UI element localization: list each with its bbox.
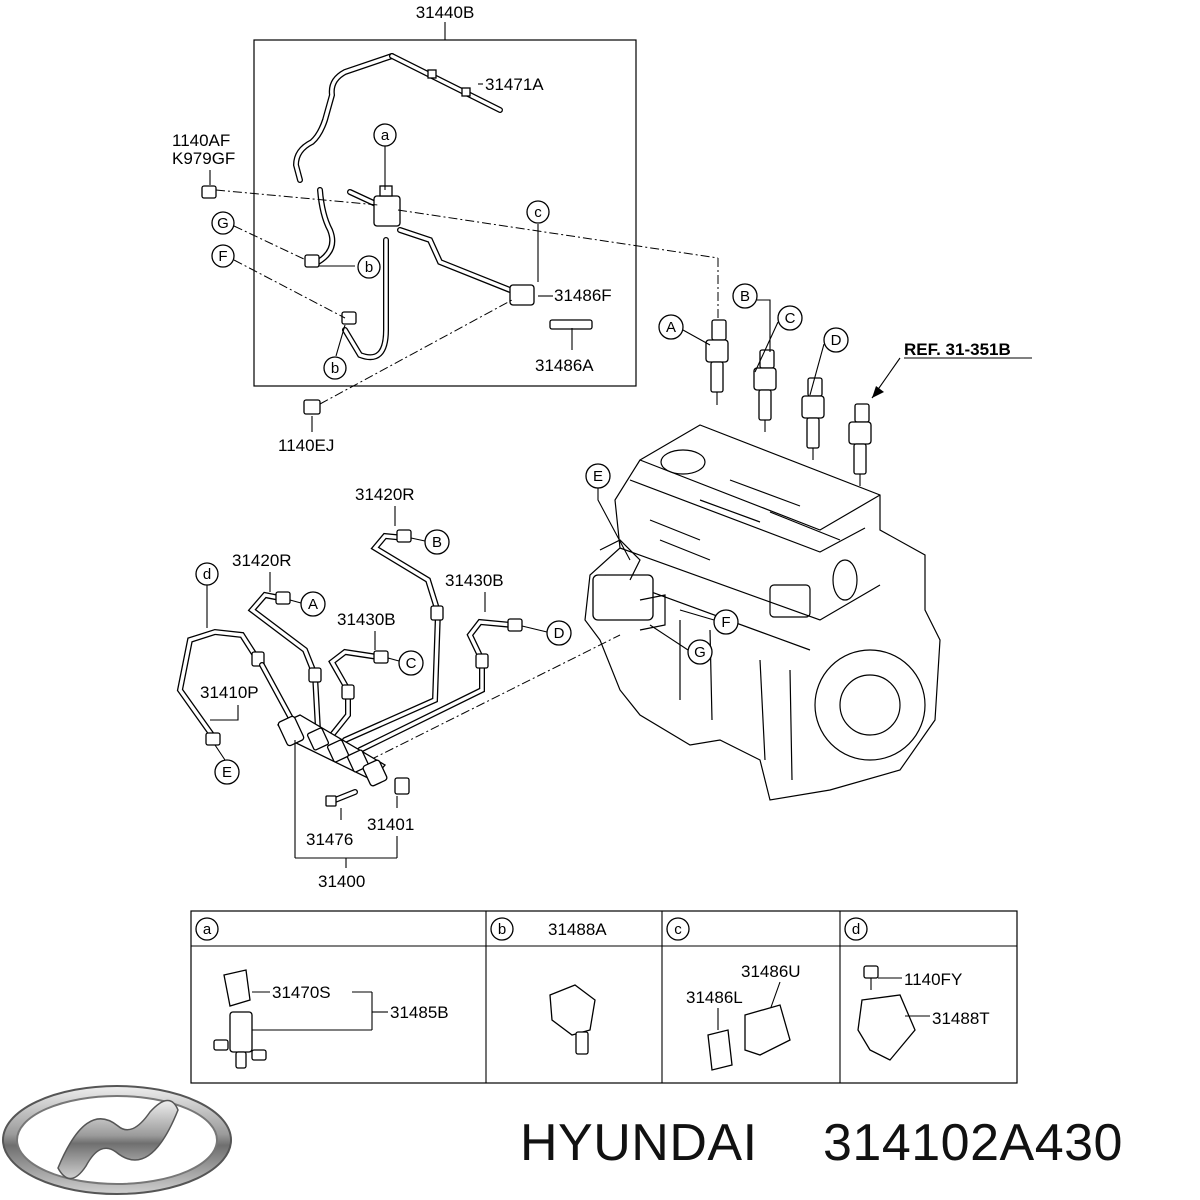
callout-circle-b-lower — [323, 356, 347, 380]
legend-circle-b — [490, 917, 514, 941]
svg-text:c: c — [674, 921, 682, 938]
callout-circle-F-top — [211, 244, 235, 268]
svg-text:F: F — [721, 614, 730, 631]
callout-circle-F-engine — [713, 609, 739, 635]
part-label-1140AF: 1140AF — [172, 131, 230, 150]
callout-circle-B-top — [732, 283, 758, 309]
callout-circle-G-engine — [687, 639, 713, 665]
hyundai-logo-icon — [2, 1085, 232, 1195]
part-label-31410P: 31410P — [200, 683, 259, 702]
part-label-31486F: 31486F — [554, 286, 612, 305]
injector-2 — [753, 349, 777, 432]
callout-circle-A-top — [658, 314, 684, 340]
injector-1 — [705, 319, 729, 405]
svg-text:d: d — [852, 921, 860, 938]
connector-icon — [549, 984, 596, 1036]
bracket-d-icon — [857, 994, 916, 1061]
legend-part-31488A: 31488A — [548, 920, 607, 939]
part-label-31471A: 31471A — [485, 75, 544, 94]
bolt-icon — [201, 185, 217, 199]
legend-circle-d — [844, 917, 868, 941]
fuel-pump — [592, 574, 654, 621]
legend-part-31488T: 31488T — [932, 1009, 990, 1028]
part-number-title: 314102A430 — [823, 1114, 1123, 1172]
part-label-31430B-lower: 31430B — [337, 610, 396, 629]
clip-icon — [707, 1029, 733, 1071]
legend-cell-d: 1140FY 31488T — [857, 965, 990, 1061]
legend-part-31470S: 31470S — [272, 983, 331, 1002]
svg-text:b: b — [498, 921, 506, 938]
svg-text:G: G — [217, 215, 229, 232]
svg-text:A: A — [666, 319, 676, 336]
part-label-1140EJ: 1140EJ — [278, 436, 334, 455]
svg-text:D: D — [831, 332, 842, 349]
legend-part-31485B: 31485B — [390, 1003, 449, 1022]
return-hose-box — [253, 39, 637, 387]
legend-circle-a — [195, 917, 219, 941]
part-label-K979GF: K979GF — [172, 149, 235, 168]
svg-text:E: E — [222, 764, 232, 781]
svg-text:c: c — [534, 204, 542, 221]
part-label-31420R-upper: 31420R — [355, 485, 415, 504]
svg-text:F: F — [218, 248, 227, 265]
injector-3 — [801, 377, 825, 460]
svg-text:G: G — [694, 644, 706, 661]
callout-circle-G-top — [211, 211, 235, 235]
svg-text:B: B — [432, 534, 442, 551]
svg-text:A: A — [308, 596, 318, 613]
return-hose-assembly: 31440B a b b c — [253, 3, 637, 387]
plug-31476 — [325, 789, 358, 807]
callout-circle-C-top — [777, 305, 803, 331]
part-label-31430B-upper: 31430B — [445, 571, 504, 590]
callout-circle-B-pipe — [424, 529, 450, 555]
svg-text:d: d — [203, 566, 211, 583]
callout-circle-E-pipe — [214, 759, 240, 785]
engine-block: E F G — [369, 424, 941, 801]
callout-circle-A-pipe — [300, 591, 326, 617]
pipes-and-rail: 31420R B 31430B D 31420R A 31430B — [176, 485, 572, 891]
svg-text:b: b — [331, 360, 339, 377]
part-label-31420R-lower: 31420R — [232, 551, 292, 570]
top-left-labels: 1140AF K979GF G F 1140EJ — [172, 131, 513, 455]
callout-circle-b-upper — [357, 255, 381, 279]
part-label-31440B: 31440B — [416, 3, 475, 22]
injectors: A B C D REF. 31-351B — [397, 209, 1032, 486]
part-label-31476: 31476 — [306, 830, 353, 849]
callout-circle-a — [373, 123, 397, 147]
part-label-31400: 31400 — [318, 872, 365, 891]
svg-text:D: D — [554, 625, 565, 642]
svg-text:b: b — [365, 259, 373, 276]
valve-icon — [223, 969, 251, 1007]
part-label-31486A: 31486A — [535, 356, 594, 375]
legend-part-1140FY: 1140FY — [904, 970, 962, 989]
legend-cell-a: 31470S 31485B — [213, 969, 449, 1069]
bolt-1140EJ-icon — [303, 399, 321, 415]
legend-part-31486L: 31486L — [686, 988, 743, 1007]
svg-text:C: C — [406, 655, 417, 672]
arrow-icon — [872, 386, 884, 398]
svg-text:E: E — [593, 468, 603, 485]
callout-circle-C-pipe — [398, 650, 424, 676]
sensor-31401 — [394, 777, 410, 795]
legend-cell-b — [549, 984, 596, 1055]
legend-table: a b 31488A c d 31470S 31485B — [190, 910, 1018, 1084]
legend-cell-c: 31486U 31486L — [686, 962, 801, 1071]
brand-title: HYUNDAI — [520, 1114, 758, 1172]
ref-label: REF. 31-351B — [904, 340, 1011, 359]
legend-circle-c — [666, 917, 690, 941]
svg-text:C: C — [785, 310, 796, 327]
bolt-icon-legend — [863, 965, 879, 979]
svg-text:a: a — [381, 127, 390, 144]
svg-text:a: a — [203, 921, 212, 938]
callout-circle-D-top — [823, 327, 849, 353]
callout-circle-D-pipe — [546, 620, 572, 646]
callout-circle-c — [526, 200, 550, 224]
legend-part-31486U: 31486U — [741, 962, 801, 981]
svg-text:B: B — [740, 288, 750, 305]
bracket-icon — [744, 1004, 791, 1056]
common-rail — [276, 714, 388, 787]
part-label-31401: 31401 — [367, 815, 414, 834]
injector-4 — [848, 403, 872, 486]
